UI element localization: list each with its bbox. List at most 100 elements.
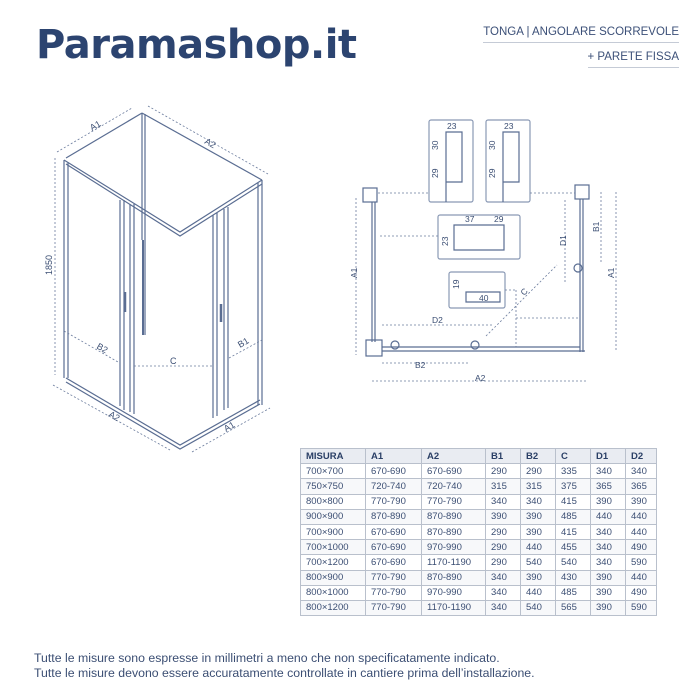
table-cell: 315 (485, 478, 521, 495)
table-cell: 390 (590, 493, 626, 510)
detail-tl-width: 23 (447, 121, 457, 131)
table-cell: 390 (625, 493, 657, 510)
table-cell: 390 (520, 508, 556, 525)
table-cell: 340 (485, 584, 521, 601)
table-cell: 340 (625, 463, 657, 480)
table-cell: 700×700 (300, 463, 366, 480)
table-cell: 590 (625, 554, 657, 571)
detail-bottom-width: 40 (479, 293, 489, 303)
table-cell: 670-690 (365, 539, 422, 556)
detail-tl-lower: 29 (430, 168, 440, 178)
table-cell: 390 (520, 523, 556, 541)
detail-tr-lower: 29 (487, 168, 497, 178)
table-cell: 970-990 (421, 584, 486, 601)
col-d1: D1 (590, 447, 626, 465)
col-a2: A2 (421, 447, 486, 465)
table-cell: 565 (555, 599, 591, 617)
plan-label-c: C (518, 286, 529, 297)
table-cell: 340 (590, 463, 626, 480)
table-cell: 440 (625, 508, 657, 525)
iso-label-height: 1850 (44, 255, 54, 275)
table-cell: 290 (485, 523, 521, 541)
table-header-row: MISURA A1 A2 B1 B2 C D1 D2 (300, 447, 657, 465)
table-cell: 440 (590, 508, 626, 525)
table-cell: 540 (520, 599, 556, 617)
table-cell: 365 (590, 478, 626, 495)
detail-bottom-height: 19 (451, 279, 461, 289)
iso-label-c: C (170, 356, 177, 366)
table-cell: 670-690 (365, 523, 422, 541)
table-cell: 700×1000 (300, 539, 366, 556)
table-cell: 415 (555, 523, 591, 541)
detail-mid-height: 23 (440, 236, 450, 246)
col-b1: B1 (485, 447, 521, 465)
table-cell: 335 (555, 463, 591, 480)
table-cell: 1170-1190 (421, 554, 486, 571)
product-line-2: + PARETE FISSA (587, 51, 679, 68)
table-cell: 870-890 (421, 508, 486, 525)
table-cell: 770-790 (365, 569, 422, 586)
table-cell: 970-990 (421, 539, 486, 556)
table-cell: 800×1200 (300, 599, 366, 617)
table-cell: 455 (555, 539, 591, 556)
table-cell: 485 (555, 508, 591, 525)
table-cell: 390 (590, 584, 626, 601)
table-cell: 700×1200 (300, 554, 366, 571)
table-cell: 870-890 (365, 508, 422, 525)
table-cell: 430 (555, 569, 591, 586)
table-cell: 770-790 (421, 493, 486, 510)
table-cell: 800×900 (300, 569, 366, 586)
detail-mid-right: 29 (494, 214, 504, 224)
col-b2: B2 (520, 447, 556, 465)
product-line-1: TONGA | ANGOLARE SCORREVOLE (483, 26, 679, 43)
product-title: TONGA | ANGOLARE SCORREVOLE + PARETE FIS… (483, 26, 679, 76)
table-cell: 340 (590, 539, 626, 556)
table-cell: 315 (520, 478, 556, 495)
table-cell: 440 (520, 539, 556, 556)
table-cell: 340 (590, 554, 626, 571)
table-cell: 485 (555, 584, 591, 601)
table-cell: 670-690 (365, 463, 422, 480)
iso-label-b2: B2 (95, 341, 110, 355)
plan-label-b2: B2 (415, 360, 426, 370)
table-cell: 340 (520, 493, 556, 510)
table-cell: 390 (520, 569, 556, 586)
plan-label-a2: A2 (475, 373, 486, 383)
table-cell: 340 (485, 493, 521, 510)
iso-label-a2-top: A2 (203, 136, 218, 150)
table-cell: 870-890 (421, 569, 486, 586)
table-cell: 540 (520, 554, 556, 571)
detail-tr-width: 23 (504, 121, 514, 131)
table-cell: 290 (520, 463, 556, 480)
footnote-2: Tutte le misure devono essere accuratame… (34, 666, 535, 680)
table-cell: 290 (485, 463, 521, 480)
table-cell: 670-690 (365, 554, 422, 571)
table-cell: 700×900 (300, 523, 366, 541)
col-misura: MISURA (300, 447, 366, 465)
table-cell: 390 (590, 569, 626, 586)
col-a1: A1 (365, 447, 422, 465)
table-cell: 750×750 (300, 478, 366, 495)
table-cell: 290 (485, 554, 521, 571)
table-cell: 590 (625, 599, 657, 617)
plan-label-a1-right: A1 (606, 267, 616, 278)
iso-label-b1: B1 (236, 336, 251, 350)
detail-tr-upper: 30 (487, 140, 497, 150)
table-cell: 340 (590, 523, 626, 541)
table-cell: 415 (555, 493, 591, 510)
iso-label-a1-bottom: A1 (222, 420, 237, 434)
table-cell: 770-790 (365, 584, 422, 601)
table-cell: 670-690 (421, 463, 486, 480)
footnote-1: Tutte le misure sono espresse in millime… (34, 651, 500, 665)
detail-tl-upper: 30 (430, 140, 440, 150)
table-cell: 770-790 (365, 493, 422, 510)
plan-label-a1-left: A1 (349, 267, 359, 278)
